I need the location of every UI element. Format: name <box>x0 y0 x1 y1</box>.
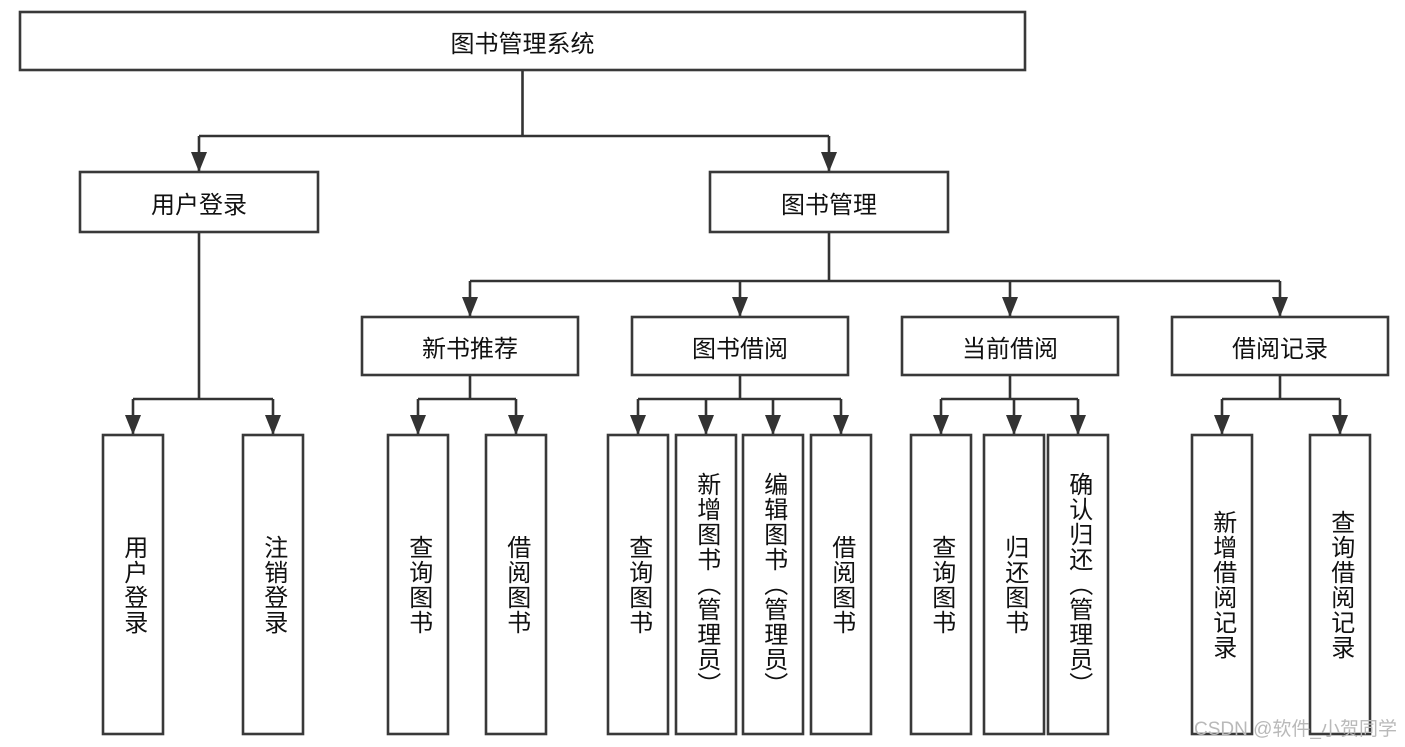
arrow-head-l-cur-confirm-ret <box>1070 415 1086 435</box>
arrow-head-l-brw-edit-book <box>765 415 781 435</box>
arrow-head-n-book-borrow <box>732 297 748 317</box>
node-box-l-rec-query-book[interactable] <box>386 433 450 736</box>
node-box-l-brw-query-book[interactable] <box>606 433 670 736</box>
node-box-n-loan-record[interactable] <box>1170 315 1390 377</box>
arrow-head-n-current-loan <box>1002 297 1018 317</box>
arrow-head-l-cur-return-book <box>1006 415 1022 435</box>
node-box-l-user-login[interactable] <box>101 433 165 736</box>
node-box-l-rec-add-record[interactable] <box>1190 433 1254 736</box>
node-box-l-rec-borrow-book[interactable] <box>484 433 548 736</box>
boxes-layer <box>18 10 1390 736</box>
arrow-head-l-rec-query-record <box>1332 415 1348 435</box>
arrow-head-l-brw-add-book <box>698 415 714 435</box>
node-box-n-new-book-rec[interactable] <box>360 315 580 377</box>
node-box-n-book-borrow[interactable] <box>630 315 850 377</box>
node-box-l-cur-query-book[interactable] <box>909 433 973 736</box>
arrow-head-n-loan-record <box>1272 297 1288 317</box>
arrow-head-l-rec-borrow-book <box>508 415 524 435</box>
node-box-l-rec-query-record[interactable] <box>1308 433 1372 736</box>
node-box-n-current-loan[interactable] <box>900 315 1120 377</box>
csdn-watermark: CSDN @软件_小贺同学 <box>1194 719 1397 740</box>
arrow-head-n-user-login <box>191 152 207 172</box>
node-box-n-user-login[interactable] <box>78 170 320 234</box>
arrow-head-l-rec-add-record <box>1214 415 1230 435</box>
node-box-l-cur-confirm-ret[interactable] <box>1046 433 1110 736</box>
arrow-head-n-book-mgmt <box>821 152 837 172</box>
node-box-l-brw-edit-book[interactable] <box>741 433 805 736</box>
arrow-head-l-cur-query-book <box>933 415 949 435</box>
arrow-head-l-rec-query-book <box>410 415 426 435</box>
node-box-l-user-logout[interactable] <box>241 433 305 736</box>
arrow-head-l-user-login <box>125 415 141 435</box>
arrow-head-l-brw-query-book <box>630 415 646 435</box>
arrow-head-l-brw-borrow-book <box>833 415 849 435</box>
node-box-l-cur-return-book[interactable] <box>982 433 1046 736</box>
arrow-head-n-new-book-rec <box>462 297 478 317</box>
node-box-root[interactable] <box>18 10 1027 72</box>
node-box-l-brw-add-book[interactable] <box>674 433 738 736</box>
node-box-n-book-mgmt[interactable] <box>708 170 950 234</box>
node-box-l-brw-borrow-book[interactable] <box>809 433 873 736</box>
arrow-head-l-user-logout <box>265 415 281 435</box>
connectors-layer <box>125 70 1348 435</box>
